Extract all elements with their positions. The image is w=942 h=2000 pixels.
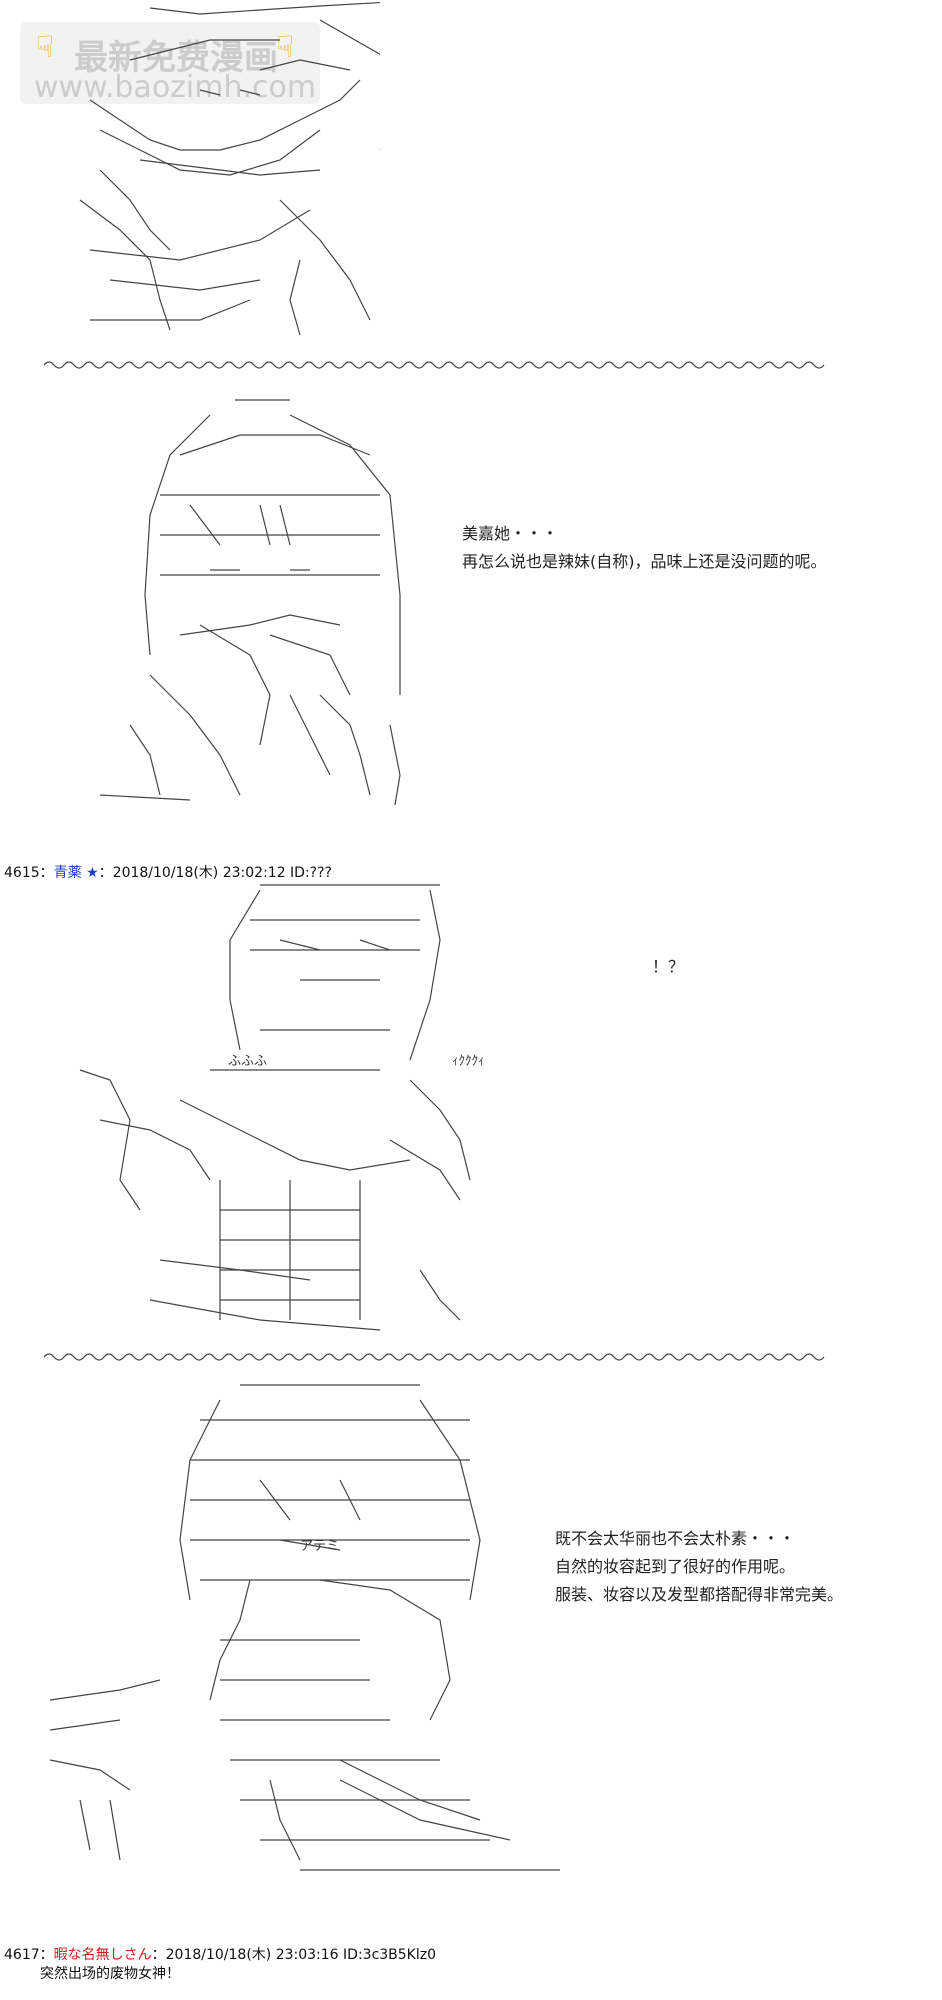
dialog-line: 既不会太华丽也不会太朴素・・・ bbox=[555, 1529, 796, 1548]
post-separator: ： bbox=[39, 1947, 54, 1963]
wave-separator bbox=[44, 358, 829, 372]
post-number[interactable]: 4617 bbox=[4, 1947, 40, 1963]
ascii-art-panel-4 bbox=[49, 1384, 560, 1871]
pointing-hand-icon: ☟ bbox=[36, 30, 55, 65]
dialog-line: 服装、妆容以及发型都搭配得非常完美。 bbox=[555, 1585, 844, 1604]
ascii-art-panel-2 bbox=[99, 399, 401, 806]
dialog-line: 再怎么说也是辣妹(自称)，品味上还是没问题的呢。 bbox=[462, 552, 827, 571]
panel4-art-text: アテミ bbox=[300, 1539, 340, 1554]
post-meta: ：2018/10/18(木) 23:03:16 ID:3c3B5Klz0 bbox=[151, 1947, 437, 1963]
post-header-4615: 4615：青薬 ★：2018/10/18(木) 23:02:12 ID:??? bbox=[4, 862, 332, 882]
post-author: 暇な名無しさん bbox=[53, 1947, 152, 1963]
post-author: 青薬 ★ bbox=[53, 865, 99, 881]
dialog-panel-2: 美嘉她・・・ 再怎么说也是辣妹(自称)，品味上还是没问题的呢。 bbox=[462, 520, 827, 576]
pointing-hand-icon: ☟ bbox=[276, 30, 295, 65]
watermark-panel bbox=[20, 22, 320, 104]
ascii-art-panel-1 bbox=[79, 1, 380, 336]
post-header-4617: 4617：暇な名無しさん：2018/10/18(木) 23:03:16 ID:3… bbox=[4, 1944, 436, 1964]
post-meta: ：2018/10/18(木) 23:02:12 ID:??? bbox=[98, 865, 332, 881]
ascii-art-panel-3 bbox=[79, 884, 471, 1331]
dialog-line: 自然的妆容起到了很好的作用呢。 bbox=[555, 1557, 796, 1576]
panel3-exclaim: ！？ bbox=[652, 957, 685, 976]
wave-separator bbox=[44, 1350, 829, 1364]
watermark-url: www.baozimh.com bbox=[34, 70, 317, 105]
post-number[interactable]: 4615 bbox=[4, 865, 40, 881]
panel3-sfx: ｨｸｸｸｨ bbox=[452, 1054, 485, 1069]
panel3-art-text: ふふふ bbox=[228, 1054, 268, 1069]
post-comment: 突然出场的废物女神！ bbox=[40, 1966, 180, 1982]
dialog-line: 美嘉她・・・ bbox=[462, 524, 559, 543]
post-separator: ： bbox=[39, 865, 54, 881]
watermark-title: 最新免费漫画 bbox=[74, 38, 278, 78]
dialog-panel-4: 既不会太华丽也不会太朴素・・・ 自然的妆容起到了很好的作用呢。 服装、妆容以及发… bbox=[555, 1525, 843, 1609]
